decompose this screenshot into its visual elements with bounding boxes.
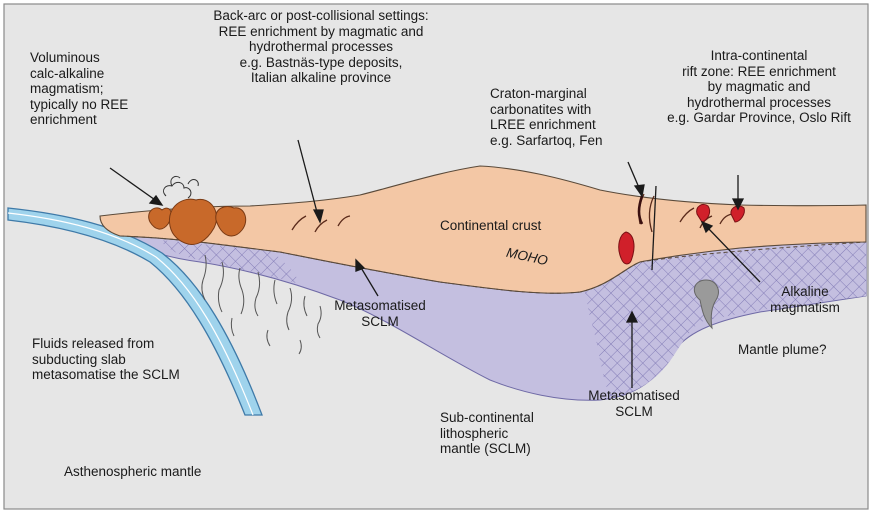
label-continental-crust: Continental crust bbox=[440, 218, 541, 234]
label-sclm: Sub-continental lithospheric mantle (SCL… bbox=[440, 410, 534, 457]
label-alkaline-magmatism: Alkaline magmatism bbox=[760, 284, 850, 315]
label-craton-marginal: Craton-marginal carbonatites with LREE e… bbox=[490, 86, 603, 148]
label-mantle-plume: Mantle plume? bbox=[738, 342, 827, 358]
label-intra-continental: Intra-continental rift zone: REE enrichm… bbox=[652, 48, 866, 126]
label-fluids-released: Fluids released from subducting slab met… bbox=[32, 336, 180, 383]
label-metasomatised-sclm-left: Metasomatised SCLM bbox=[320, 298, 440, 329]
label-asthenospheric-mantle: Asthenospheric mantle bbox=[64, 464, 201, 480]
label-metasomatised-sclm-right: Metasomatised SCLM bbox=[574, 388, 694, 419]
label-back-arc: Back-arc or post-collisional settings: R… bbox=[176, 8, 466, 86]
label-voluminous: Voluminous calc-alkaline magmatism; typi… bbox=[30, 50, 128, 128]
